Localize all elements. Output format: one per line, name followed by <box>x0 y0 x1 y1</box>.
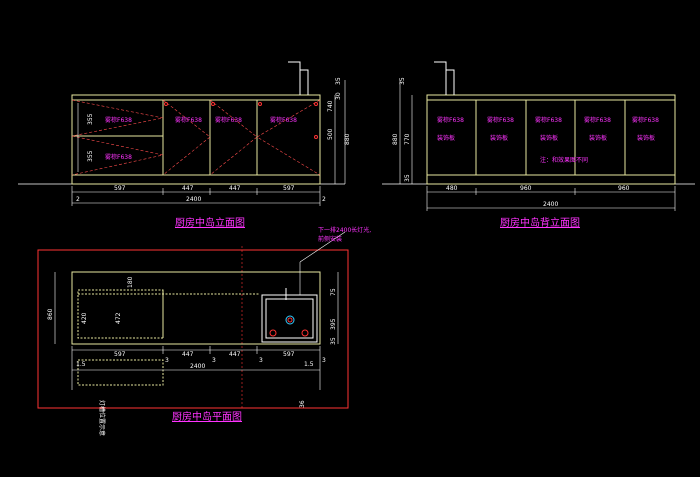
plan-hole <box>269 329 277 337</box>
plan-bottom-dim: 36 <box>299 400 306 408</box>
plan-small-2: 1.5 <box>304 361 314 368</box>
plan-view <box>71 271 321 386</box>
plan-width-2: 447 <box>182 351 194 358</box>
front-width-2: 447 <box>182 185 194 192</box>
back-dimension-lines <box>399 80 676 211</box>
front-width-4: 597 <box>283 185 295 192</box>
front-right-dim-3: 500 <box>327 128 334 140</box>
front-left-dim-1: 355 <box>87 113 94 125</box>
plan-sink-outer <box>261 294 318 343</box>
plan-drain-center <box>287 317 293 323</box>
plan-left-dim-2: 420 <box>81 312 88 324</box>
back-label-1: 雾棕F638 <box>437 116 464 124</box>
back-note: 注：和效果图不同 <box>540 156 588 164</box>
plan-title: 厨房中岛平面图 <box>172 410 242 423</box>
front-knob <box>258 102 262 106</box>
plan-frame <box>37 249 349 409</box>
plan-side-note: 灯槽位置示意 <box>98 400 106 436</box>
back-left-dim-4: 35 <box>404 174 411 182</box>
back-label-5: 雾棕F638 <box>632 116 659 124</box>
front-left-dim-2: 355 <box>87 150 94 162</box>
plan-annotation: 下一排2400长灯光, 前侧安装 <box>318 226 371 243</box>
back-countertop <box>426 94 676 101</box>
front-dimension-lines <box>71 80 346 206</box>
plan-right-dim-2: 395 <box>330 318 337 330</box>
plan-right-dim-1: 75 <box>330 288 337 296</box>
back-cabinet-body <box>426 99 676 185</box>
plan-total: 2400 <box>190 363 205 370</box>
plan-left-dim-1: 860 <box>47 308 54 320</box>
plan-small-5: 3 <box>259 357 263 364</box>
front-door-swings <box>71 99 321 176</box>
plan-width-3: 447 <box>229 351 241 358</box>
front-knob <box>314 135 318 139</box>
front-small-left: 2 <box>76 196 80 203</box>
back-sub-3: 装饰板 <box>540 134 558 142</box>
front-countertop <box>71 94 321 101</box>
front-small-right: 2 <box>322 196 326 203</box>
plan-hole <box>301 329 309 337</box>
plan-right-dim-3: 35 <box>330 337 337 345</box>
front-right-dim-1: 35 <box>335 77 342 85</box>
back-faucet <box>434 61 455 95</box>
back-elevation <box>382 61 695 185</box>
front-knob <box>164 102 168 106</box>
plan-small-4: 3 <box>212 357 216 364</box>
front-label-5: 雾棕F638 <box>270 116 297 124</box>
front-label-2: 雾棕F638 <box>105 153 132 161</box>
back-label-2: 雾棕F638 <box>487 116 514 124</box>
back-sub-4: 装饰板 <box>589 134 607 142</box>
front-right-dim-2: 30 <box>335 92 342 100</box>
front-faucet <box>288 61 309 95</box>
plan-dimension-lines <box>54 231 346 390</box>
back-width-1: 480 <box>446 185 458 192</box>
front-panel-labels: 雾棕F638 雾棕F638 雾棕F638 雾棕F638 雾棕F638 <box>105 116 297 161</box>
front-cabinet-body <box>71 99 321 185</box>
plan-countertop <box>71 271 321 345</box>
plan-annotation-line-2: 前侧安装 <box>318 235 342 243</box>
front-label-4: 雾棕F638 <box>215 116 242 124</box>
plan-width-1: 597 <box>114 351 126 358</box>
plan-light-slot <box>77 359 164 386</box>
plan-small-3: 3 <box>165 357 169 364</box>
plan-annotation-line-1: 下一排2400长灯光, <box>318 226 371 234</box>
plan-sink-inner <box>265 298 314 339</box>
back-left-dim-3: 880 <box>392 133 399 145</box>
front-label-1: 雾棕F638 <box>105 116 132 124</box>
back-elevation-title: 厨房中岛背立面图 <box>500 216 580 229</box>
front-width-3: 447 <box>229 185 241 192</box>
back-sub-1: 装饰板 <box>437 134 455 142</box>
front-label-3: 雾棕F638 <box>175 116 202 124</box>
back-total: 2400 <box>543 201 558 208</box>
front-right-dim-4: 740 <box>327 100 334 112</box>
back-left-dim-1: 35 <box>399 77 406 85</box>
back-sub-2: 装饰板 <box>490 134 508 142</box>
plan-left-dim-3: 472 <box>115 312 122 324</box>
plan-top-dim: 180 <box>127 276 134 288</box>
front-knob <box>211 102 215 106</box>
back-dimension-text: 480 960 960 2400 35 770 880 35 <box>392 77 630 208</box>
front-dimension-text: 597 447 447 597 2400 2 2 35 30 500 740 8… <box>76 77 351 203</box>
plan-width-4: 597 <box>283 351 295 358</box>
front-knob <box>314 102 318 106</box>
plan-small-1: 1.5 <box>76 361 86 368</box>
front-elevation <box>18 61 345 185</box>
back-panel-labels: 雾棕F638 装饰板 雾棕F638 装饰板 雾棕F638 装饰板 雾棕F638 … <box>437 116 659 164</box>
back-width-3: 960 <box>618 185 630 192</box>
plan-drain <box>285 315 295 325</box>
front-total: 2400 <box>186 196 201 203</box>
back-label-3: 雾棕F638 <box>535 116 562 124</box>
back-sub-5: 装饰板 <box>637 134 655 142</box>
front-right-dim-5: 880 <box>344 133 351 145</box>
plan-small-6: 3 <box>322 357 326 364</box>
plan-dimension-text: 597 447 447 597 2400 1.5 1.5 3 3 3 3 860… <box>47 276 337 436</box>
front-elevation-title: 厨房中岛立面图 <box>175 216 245 229</box>
back-label-4: 雾棕F638 <box>584 116 611 124</box>
back-width-2: 960 <box>520 185 532 192</box>
front-width-1: 597 <box>114 185 126 192</box>
back-left-dim-2: 770 <box>404 133 411 145</box>
